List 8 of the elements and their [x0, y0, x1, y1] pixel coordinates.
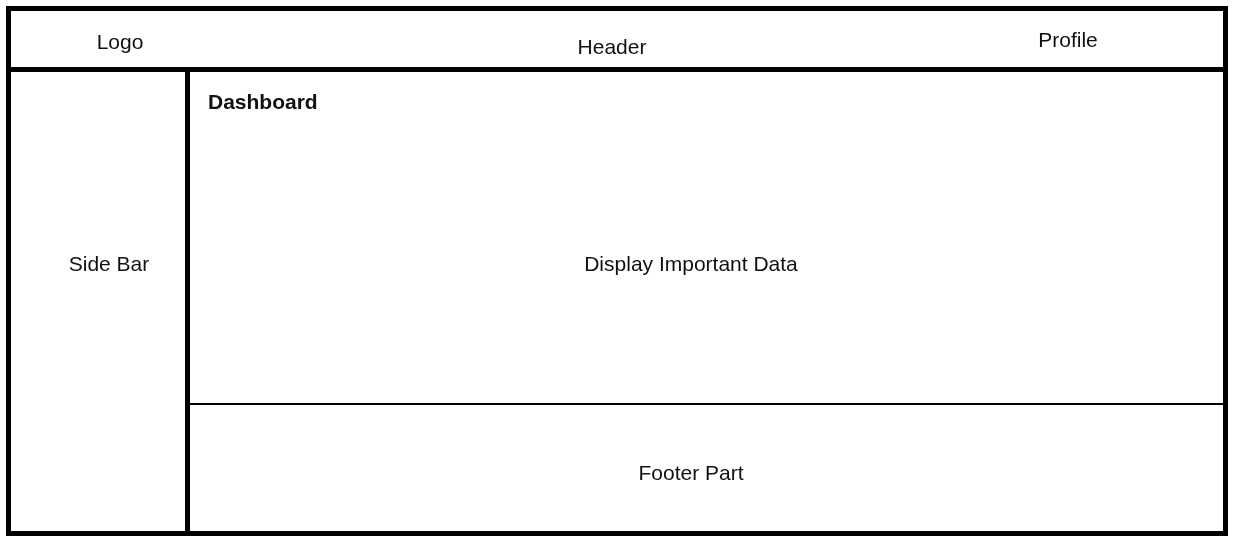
frame-box	[6, 6, 1228, 536]
header-text: Profile	[1038, 28, 1098, 52]
footer-label: Footer Part	[638, 461, 744, 485]
sidebar-label: Side Bar	[68, 252, 150, 276]
panel-text: Display Important Data	[584, 252, 798, 276]
header-text: Header	[577, 35, 647, 59]
header-text: Logo	[96, 30, 144, 54]
panel-title: Dashboard	[208, 90, 318, 114]
